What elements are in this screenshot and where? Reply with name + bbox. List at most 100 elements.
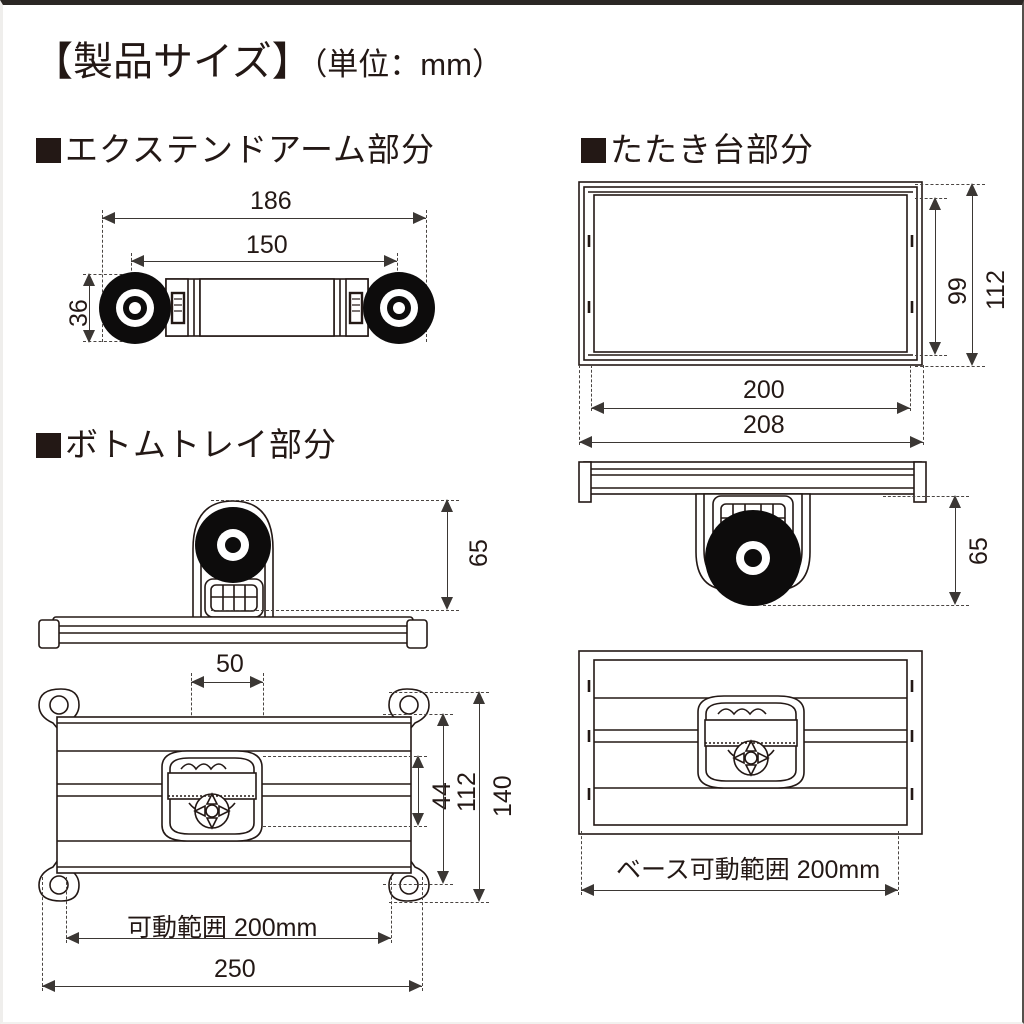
dim-tataki-208-label: 208 bbox=[743, 411, 785, 439]
base-range-label: ベース可動範囲 200mm bbox=[616, 856, 881, 884]
section-heading-tataki-dai-label: たたき台部分 bbox=[610, 131, 814, 168]
dim-tataki-200-arrow-right bbox=[897, 402, 910, 414]
dim-tray-44-line bbox=[418, 759, 419, 823]
section-heading-tataki-dai: たたき台部分 bbox=[581, 123, 814, 171]
dim-tray-250-label: 250 bbox=[214, 955, 256, 983]
dim-tray-44-ext-top bbox=[263, 756, 427, 757]
tray-range-arrow-right bbox=[378, 932, 391, 944]
dim-tray-140-arrow-down bbox=[473, 889, 485, 902]
caster-wheel bbox=[705, 510, 801, 606]
base-range-arrow-left bbox=[581, 884, 594, 896]
dim-tataki-208-line bbox=[579, 442, 923, 443]
tray-range-arrow-left bbox=[66, 932, 79, 944]
dim-tray-140-label: 140 bbox=[489, 775, 517, 817]
clamp-knob-plan bbox=[697, 695, 805, 789]
dim-extendarm-36-line bbox=[89, 277, 90, 339]
dim-tray-140-line bbox=[479, 695, 480, 899]
dim-tray-112-ext-top bbox=[383, 714, 453, 715]
dim-tataki-200-ext-left bbox=[591, 365, 592, 411]
dim-tray-250-arrow-right bbox=[409, 980, 422, 992]
dim-tray-112-line bbox=[443, 717, 444, 881]
dim-tataki-99-label: 99 bbox=[944, 277, 972, 305]
base-range-ext-left bbox=[581, 831, 582, 895]
dim-tataki-65-label: 65 bbox=[965, 537, 993, 565]
dim-tray-65-ext-bottom bbox=[211, 610, 459, 611]
dim-extendarm-186-label: 186 bbox=[250, 187, 292, 215]
dim-tataki-208-arrow-left bbox=[579, 436, 592, 448]
dim-tray-65-label: 65 bbox=[465, 539, 493, 567]
page-title-main: 【製品サイズ】 bbox=[33, 40, 312, 84]
dim-extendarm-186-ext-left bbox=[102, 210, 103, 342]
dim-tray-50-line bbox=[191, 682, 263, 683]
dim-tray-65-line bbox=[447, 503, 448, 606]
dim-extendarm-150-arrow-right bbox=[384, 255, 397, 267]
section-heading-bottom-tray: ボトムトレイ部分 bbox=[36, 418, 337, 466]
dim-tataki-112-line bbox=[972, 187, 973, 362]
tray-range-label: 可動範囲 200mm bbox=[127, 914, 318, 942]
dim-tataki-112-arrow-up bbox=[966, 183, 978, 196]
dim-tataki-65-line bbox=[955, 499, 956, 601]
dim-tataki-65-ext-bottom bbox=[763, 605, 969, 606]
dim-tataki-65-arrow-up bbox=[949, 495, 961, 508]
dim-tataki-200-label: 200 bbox=[743, 376, 785, 404]
dim-extendarm-186-arrow-right bbox=[413, 212, 426, 224]
dim-tray-65-arrow-up bbox=[441, 499, 453, 512]
dim-tataki-208-ext-left bbox=[579, 365, 580, 445]
dim-tray-50-arrow-right bbox=[250, 676, 263, 688]
dim-extendarm-186-ext-right bbox=[426, 210, 427, 342]
dim-tataki-112-ext-bottom bbox=[915, 366, 985, 367]
dim-extendarm-36-ext-bottom bbox=[83, 341, 133, 342]
dim-tataki-65-ext-top bbox=[883, 496, 969, 497]
extend-arm-drawing bbox=[99, 272, 435, 344]
dim-tataki-112-label: 112 bbox=[982, 270, 1010, 310]
dim-tray-50-label: 50 bbox=[216, 650, 244, 678]
dim-tataki-200-arrow-left bbox=[591, 402, 604, 414]
dim-tray-65-ext-top bbox=[211, 500, 459, 501]
dim-extendarm-150-line bbox=[131, 261, 397, 262]
dim-tataki-208-ext-right bbox=[923, 365, 924, 445]
dim-extendarm-150-arrow-left bbox=[131, 255, 144, 267]
extend-arm-wheel-left bbox=[99, 272, 171, 344]
dim-extendarm-36-arrow-down bbox=[83, 330, 95, 343]
dim-extendarm-186-arrow-left bbox=[102, 212, 115, 224]
tray-caster-wheel bbox=[195, 507, 271, 583]
dim-tray-250-arrow-left bbox=[42, 980, 55, 992]
dim-tray-250-ext-left bbox=[42, 877, 43, 991]
bullet-square-icon bbox=[36, 138, 61, 163]
dim-extendarm-36-arrow-up bbox=[83, 273, 95, 286]
dim-tray-112-arrow-down bbox=[437, 871, 449, 884]
dim-tataki-200-ext-right bbox=[910, 365, 911, 411]
dim-tataki-112-ext-top bbox=[915, 184, 985, 185]
dim-tataki-112-arrow-down bbox=[966, 353, 978, 366]
dim-tataki-208-arrow-right bbox=[910, 436, 923, 448]
dim-tray-44-ext-bottom bbox=[263, 826, 427, 827]
tataki-dai-base-plan-view bbox=[578, 650, 923, 835]
dim-tataki-99-arrow-up bbox=[929, 197, 941, 210]
bullet-square-icon-2 bbox=[581, 138, 606, 163]
page-title-unit: （単位：mm） bbox=[311, 47, 503, 82]
tray-range-line bbox=[66, 938, 391, 939]
dim-extendarm-186-line bbox=[102, 218, 426, 219]
bullet-square-icon-3 bbox=[36, 433, 61, 458]
dim-tataki-65-arrow-down bbox=[949, 592, 961, 605]
dim-tray-65-arrow-down bbox=[441, 597, 453, 610]
base-range-line bbox=[581, 890, 898, 891]
dim-tataki-99-ext-bottom bbox=[915, 355, 947, 356]
extend-arm-wheel-right bbox=[363, 272, 435, 344]
dim-tataki-99-line bbox=[935, 201, 936, 352]
dim-tray-140-arrow-up bbox=[473, 691, 485, 704]
dim-tataki-99-arrow-down bbox=[929, 342, 941, 355]
bottom-tray-side-view bbox=[38, 500, 428, 649]
dim-tray-112-ext-bottom bbox=[383, 884, 453, 885]
section-heading-bottom-tray-label: ボトムトレイ部分 bbox=[65, 426, 337, 463]
dim-tray-112-arrow-up bbox=[437, 713, 449, 726]
section-heading-extend-arm: エクステンドアーム部分 bbox=[36, 123, 435, 171]
tray-range-ext-left bbox=[66, 877, 67, 943]
dim-tray-50-arrow-left bbox=[191, 676, 204, 688]
bottom-tray-plan-view bbox=[38, 688, 430, 902]
tataki-dai-side-view bbox=[578, 461, 927, 606]
tataki-dai-plan-view bbox=[578, 181, 923, 366]
tray-range-ext-right bbox=[391, 877, 392, 943]
section-heading-extend-arm-label: エクステンドアーム部分 bbox=[65, 131, 436, 168]
